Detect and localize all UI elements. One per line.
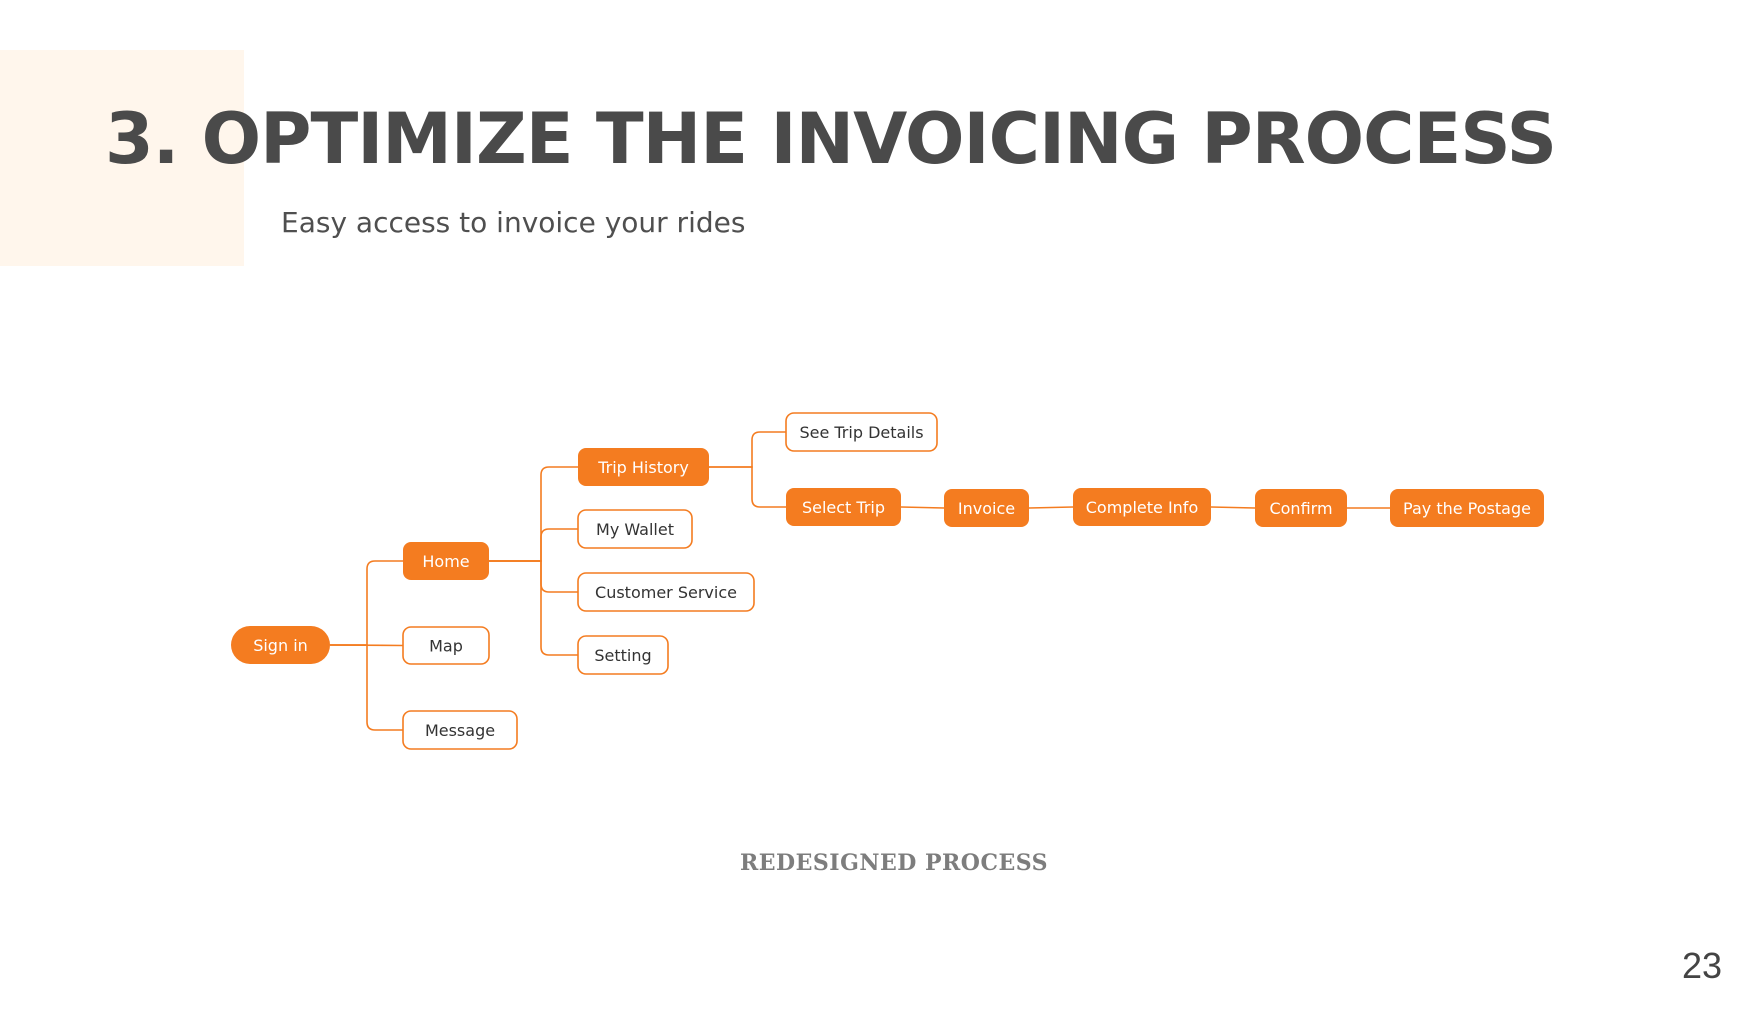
node-see-trip-details-box [785,412,938,452]
node-map-box [402,626,490,665]
node-confirm-label: Confirm [1269,499,1332,518]
page-number: 23 [1681,945,1722,986]
node-select-trip-box [786,488,901,526]
node-trip-history: Trip History [578,448,709,486]
node-complete-info: Complete Info [1073,488,1211,526]
node-my-wallet-label: My Wallet [596,520,674,539]
node-customer-service: Customer Service [577,572,755,612]
node-home: Home [403,542,489,580]
node-sign-in-box [231,626,330,664]
node-pay-the-postage: Pay the Postage [1390,489,1544,527]
connector-lines [329,431,1390,731]
edge-home-to-setting [489,560,578,656]
node-sign-in-label: Sign in [253,636,308,655]
node-confirm: Confirm [1255,489,1347,527]
node-see-trip-details-label: See Trip Details [799,423,923,442]
node-home-box [403,542,489,580]
node-select-trip-label: Select Trip [802,498,885,517]
node-invoice-label: Invoice [958,499,1015,518]
node-confirm-box [1255,489,1347,527]
node-pay-the-postage-label: Pay the Postage [1403,499,1531,518]
node-sign-in: Sign in [231,626,330,664]
node-setting-label: Setting [594,646,651,665]
node-see-trip-details: See Trip Details [785,412,938,452]
edge-complete-info-to-confirm [1210,506,1256,509]
node-setting: Setting [577,635,669,675]
node-message-label: Message [425,721,495,740]
node-map-label: Map [429,637,463,656]
node-pay-the-postage-box [1390,489,1544,527]
edge-select-trip-to-invoice [900,506,945,509]
slide-subtitle: Easy access to invoice your rides [281,206,746,239]
node-setting-box [577,635,669,675]
node-customer-service-label: Customer Service [595,583,737,602]
node-complete-info-label: Complete Info [1086,498,1198,517]
node-message: Message [402,710,518,750]
slide-title: 3. OPTIMIZE THE INVOICING PROCESS [105,98,1557,180]
node-invoice: Invoice [944,489,1029,527]
node-trip-history-box [578,448,709,486]
node-message-box [402,710,518,750]
edge-sign-in-to-home [330,560,403,646]
edge-home-to-customer-service [489,560,578,593]
edge-invoice-to-complete-info [1028,506,1074,509]
accent-block [0,50,244,266]
node-trip-history-label: Trip History [597,458,689,477]
edge-home-to-my-wallet [489,528,578,562]
node-customer-service-box [577,572,755,612]
node-my-wallet: My Wallet [577,509,693,549]
node-home-label: Home [422,552,469,571]
edge-trip-history-to-select-trip [709,466,786,508]
edge-home-to-trip-history [489,466,578,562]
edge-trip-history-to-see-trip-details [709,431,786,468]
node-complete-info-box [1073,488,1211,526]
diagram-caption: REDESIGNED PROCESS [740,850,1049,876]
node-select-trip: Select Trip [786,488,901,526]
node-my-wallet-box [577,509,693,549]
edge-sign-in-to-message [330,644,403,731]
node-invoice-box [944,489,1029,527]
node-map: Map [402,626,490,665]
